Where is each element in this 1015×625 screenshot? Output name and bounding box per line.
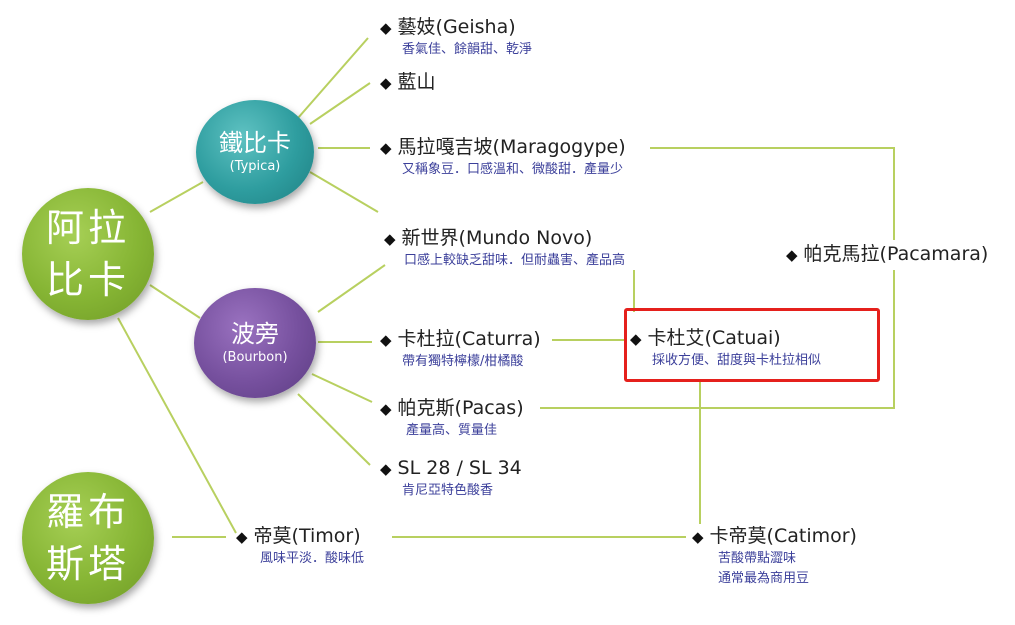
connector-typica-geisha (297, 37, 369, 119)
connector-arabica-timor (117, 317, 237, 534)
variety-catimor: ◆ 卡帝莫(Catimor) 苦酸帶點澀味 通常最為商用豆 (692, 524, 857, 589)
sl28-desc: 肯尼亞特色酸香 (402, 483, 494, 498)
arabica-label-line1: 阿拉 (45, 206, 130, 250)
sl28-title: SL 28 / SL 34 (397, 457, 522, 479)
robusta-circle: 羅布 斯塔 (22, 472, 154, 604)
variety-timor: ◆ 帝莫(Timor) 風味平淡．酸味低 (236, 524, 364, 569)
diamond-bullet-icon: ◆ (692, 528, 704, 546)
variety-blue-mountain: ◆ 藍山 (380, 70, 436, 95)
connector-bourbon-sl28 (297, 393, 371, 466)
bourbon-en: (Bourbon) (222, 350, 288, 365)
typica-circle: 鐵比卡 (Typica) (196, 100, 314, 204)
mundo-novo-desc: 口感上較缺乏甜味．但耐蟲害、產品高 (404, 253, 626, 268)
connector-arabica-typica (149, 181, 204, 213)
pacas-desc: 產量高、質量佳 (406, 423, 498, 438)
variety-pacas: ◆ 帕克斯(Pacas) 產量高、質量佳 (380, 396, 524, 441)
diamond-bullet-icon: ◆ (630, 330, 642, 348)
timor-desc: 風味平淡．酸味低 (260, 551, 365, 566)
arabica-label-line2: 比卡 (45, 258, 130, 302)
robusta-label-line2: 斯塔 (45, 542, 130, 586)
catimor-desc2: 通常最為商用豆 (718, 571, 810, 586)
diamond-bullet-icon: ◆ (380, 331, 392, 349)
connector-bourbon-pacas (311, 373, 373, 403)
diamond-bullet-icon: ◆ (384, 230, 396, 248)
variety-pacamara: ◆ 帕克馬拉(Pacamara) (786, 242, 988, 267)
connector-typica-bluemountain (309, 82, 371, 125)
caturra-desc: 帶有獨特檸檬/柑橘酸 (402, 354, 524, 369)
bourbon-circle: 波旁 (Bourbon) (194, 288, 316, 398)
diamond-bullet-icon: ◆ (380, 74, 392, 92)
variety-caturra: ◆ 卡杜拉(Caturra) 帶有獨特檸檬/柑橘酸 (380, 327, 541, 372)
variety-mundo-novo: ◆ 新世界(Mundo Novo) 口感上較缺乏甜味．但耐蟲害、產品高 (384, 226, 625, 271)
diamond-bullet-icon: ◆ (380, 400, 392, 418)
variety-sl28: ◆ SL 28 / SL 34 肯尼亞特色酸香 (380, 456, 522, 501)
connector-pacas-pacamara (540, 270, 895, 409)
catimor-desc: 苦酸帶點澀味 (718, 551, 797, 566)
connector-maragogype-pacamara (650, 147, 895, 240)
bourbon-name: 波旁 (231, 320, 279, 348)
geisha-title: 藝妓(Geisha) (397, 16, 516, 38)
pacamara-title: 帕克馬拉(Pacamara) (803, 243, 989, 265)
diamond-bullet-icon: ◆ (380, 139, 392, 157)
typica-name: 鐵比卡 (219, 129, 291, 157)
catuai-highlight-box (624, 308, 880, 382)
diamond-bullet-icon: ◆ (380, 19, 392, 37)
diamond-bullet-icon: ◆ (786, 246, 798, 264)
caturra-title: 卡杜拉(Caturra) (397, 328, 541, 350)
timor-title: 帝莫(Timor) (253, 525, 361, 547)
variety-maragogype: ◆ 馬拉嘎吉坡(Maragogype) 又稱象豆．口感溫和、微酸甜．產量少 (380, 135, 626, 180)
pacas-title: 帕克斯(Pacas) (397, 397, 524, 419)
connector-bourbon-mundonovo (317, 264, 386, 313)
diamond-bullet-icon: ◆ (236, 528, 248, 546)
robusta-label-line1: 羅布 (45, 490, 130, 534)
variety-catuai: ◆ 卡杜艾(Catuai) 採收方便、甜度與卡杜拉相似 (630, 326, 821, 371)
maragogype-desc: 又稱象豆．口感溫和、微酸甜．產量少 (402, 162, 624, 177)
catuai-title: 卡杜艾(Catuai) (647, 327, 781, 349)
catuai-desc: 採收方便、甜度與卡杜拉相似 (652, 353, 822, 368)
typica-en: (Typica) (229, 159, 281, 174)
maragogype-title: 馬拉嘎吉坡(Maragogype) (397, 136, 626, 158)
blue-mountain-title: 藍山 (397, 71, 436, 93)
catimor-title: 卡帝莫(Catimor) (709, 525, 857, 547)
diamond-bullet-icon: ◆ (380, 460, 392, 478)
geisha-desc: 香氣佳、餘韻甜、乾淨 (402, 42, 533, 57)
connector-arabica-bourbon (149, 284, 201, 319)
mundo-novo-title: 新世界(Mundo Novo) (401, 227, 593, 249)
arabica-circle: 阿拉 比卡 (22, 188, 154, 320)
connector-typica-mundonovo (309, 171, 379, 213)
variety-geisha: ◆ 藝妓(Geisha) 香氣佳、餘韻甜、乾淨 (380, 15, 532, 60)
